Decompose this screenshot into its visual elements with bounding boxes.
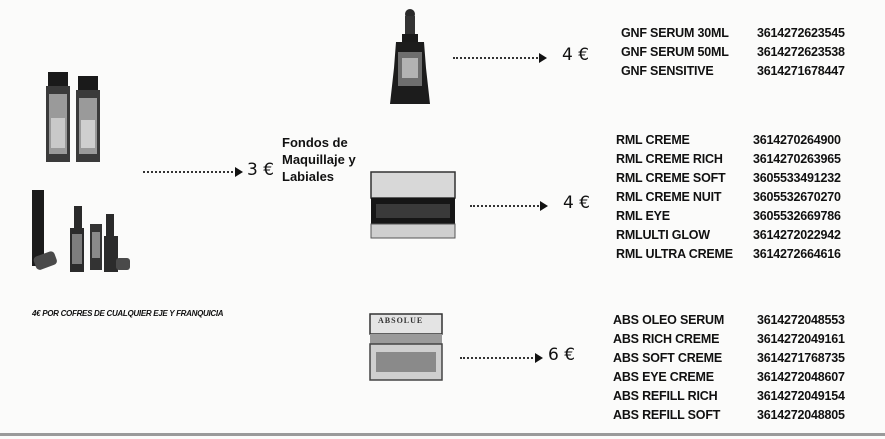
cream-price: 4 € xyxy=(563,193,591,213)
foundation-bottles-image xyxy=(46,72,100,162)
cream-jar-image xyxy=(370,171,456,239)
caption-line-2: Maquillaje y xyxy=(282,152,356,167)
coffret-note: 4€ POR COFRES DE CUALQUIER EJE Y FRANQUI… xyxy=(32,309,224,318)
lipsticks-image xyxy=(32,190,130,272)
caption-line-3: Labiales xyxy=(282,169,335,184)
serum-arrow xyxy=(453,53,547,63)
absolue-jar-image xyxy=(369,313,443,381)
cream-arrow xyxy=(470,201,548,211)
jar-label: ABSOLUE xyxy=(378,316,424,325)
absolue-arrow xyxy=(460,353,543,363)
left-price: 3 € xyxy=(247,160,275,180)
left-caption: Fondos de Maquillaje y Labiales xyxy=(282,134,356,185)
scan-edge-line xyxy=(0,433,885,436)
caption-line-1: Fondos de xyxy=(282,135,348,150)
serum-bottle-image xyxy=(390,9,430,104)
serum-price: 4 € xyxy=(562,45,590,65)
absolue-price: 6 € xyxy=(548,345,576,365)
left-arrow xyxy=(143,167,243,177)
